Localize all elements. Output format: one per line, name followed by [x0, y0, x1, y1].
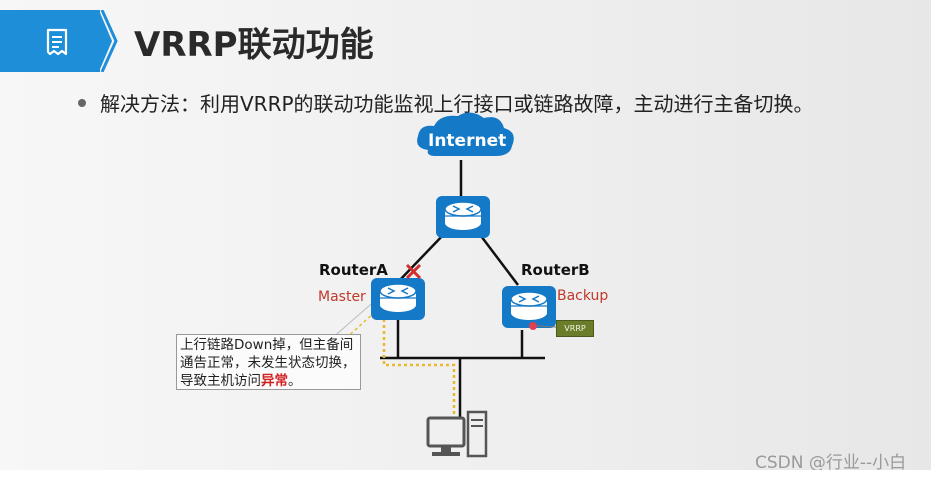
callout-box: 上行链路Down掉，但主备间通告正常，未发生状态切换，导致主机访问异常。	[176, 334, 361, 390]
internet-cloud-icon	[417, 112, 514, 156]
callout-highlight: 异常	[261, 373, 288, 389]
pc-icon	[426, 410, 488, 458]
vrrp-indicator-dot	[529, 322, 537, 330]
bullet-text: 解决方法：利用VRRP的联动功能监视上行接口或链路故障，主动进行主备切换。	[100, 92, 814, 116]
document-icon	[46, 28, 68, 56]
watermark: CSDN @行业--小白	[755, 453, 907, 470]
chevron-right-icon	[100, 10, 118, 72]
router-b-role: Backup	[557, 288, 609, 304]
link-core-routerb	[477, 231, 519, 286]
vrrp-tag: VRRP	[556, 320, 594, 337]
core-router-icon	[436, 196, 490, 238]
header-band	[0, 10, 100, 72]
router-a-role: Master	[318, 289, 366, 305]
traffic-path	[382, 310, 456, 414]
router-a-icon	[371, 278, 425, 320]
bullet-dot	[78, 99, 86, 107]
router-b-icon	[502, 286, 556, 328]
bottom-strip	[0, 470, 931, 477]
callout-end: 。	[288, 373, 302, 389]
x-mark-icon	[405, 263, 422, 280]
router-b-name: RouterB	[521, 261, 590, 279]
link-core-routera	[397, 231, 447, 283]
router-a-name: RouterA	[319, 261, 388, 279]
vrrp-tag-pointer	[536, 325, 557, 328]
callout-text: 上行链路Down掉，但主备间通告正常，未发生状态切换，导致主机访问	[180, 337, 356, 389]
callout-pointer-2	[329, 297, 379, 341]
internet-label: Internet	[428, 131, 507, 151]
page-title: VRRP联动功能	[134, 25, 374, 65]
